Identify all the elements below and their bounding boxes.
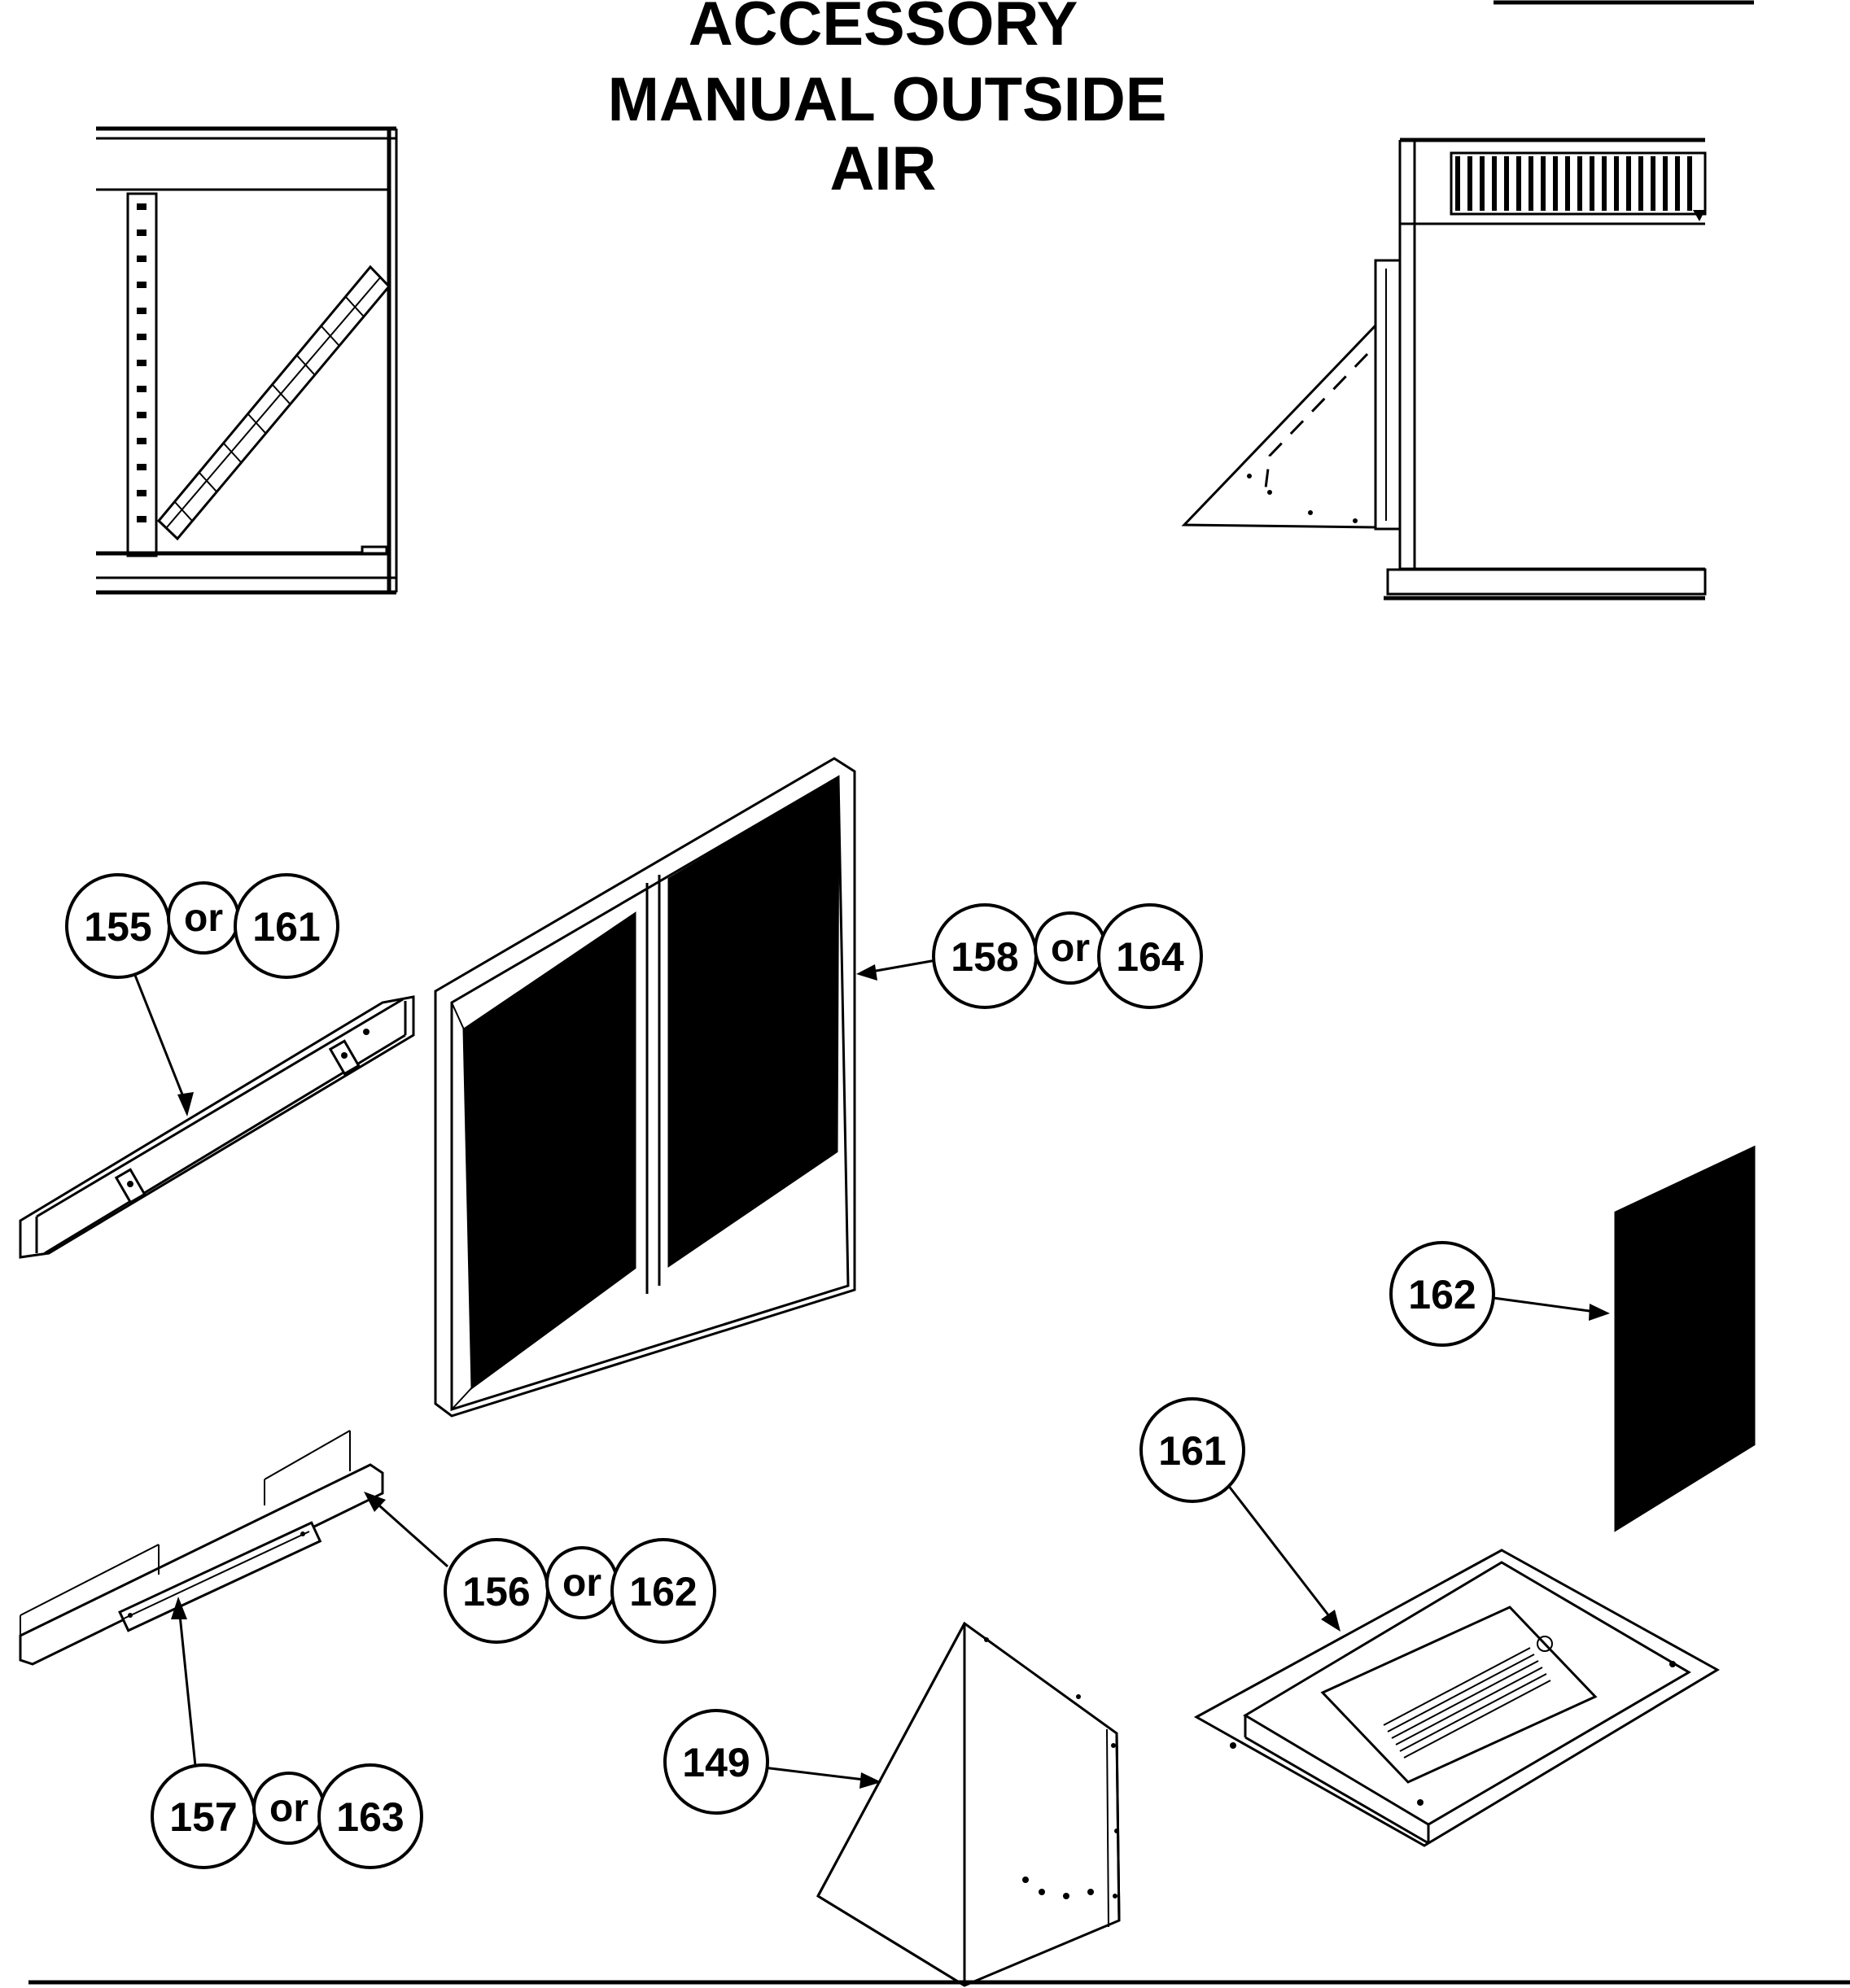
callout-163-label: 163: [336, 1794, 404, 1840]
filter-frame-part: [434, 757, 856, 1418]
callout-162-label: 162: [1408, 1272, 1476, 1317]
callout-164-label: 164: [1116, 934, 1184, 980]
callout-156-or-162: 156 or 162: [444, 1538, 716, 1644]
callout-155-label: 155: [84, 904, 151, 950]
filter-media-panel-part: [1614, 1145, 1756, 1532]
callout-155-or-161: 155 or 161: [65, 873, 339, 979]
callout-156-label: 156: [462, 1569, 530, 1614]
callout-or-label: or: [184, 897, 223, 940]
louver-slats: [1455, 156, 1692, 211]
callout-157-label: 157: [169, 1794, 237, 1840]
upper-filter-rail-part: [19, 995, 415, 1259]
callout-161-label: 161: [1158, 1428, 1226, 1474]
outside-air-hood-part: [816, 1621, 1121, 1987]
lower-filter-rail-part: [19, 1430, 384, 1666]
diagram-title: ACCESSORY MANUAL OUTSIDE AIR: [608, 0, 1167, 203]
post-holes: [137, 203, 147, 522]
callout-161-label: 161: [252, 904, 320, 950]
callout-or-label: or: [269, 1787, 308, 1830]
callout-149-label: 149: [682, 1740, 750, 1785]
callout-162: 162: [1389, 1241, 1495, 1347]
callout-158-label: 158: [951, 934, 1018, 980]
title-line-2: MANUAL OUTSIDE: [608, 65, 1167, 134]
title-line-1: ACCESSORY: [689, 0, 1078, 59]
title-line-3: AIR: [830, 134, 937, 203]
diagonal-filter-hatch: [166, 276, 382, 528]
callout-or-label: or: [1051, 927, 1090, 970]
callout-162-label: 162: [629, 1569, 697, 1614]
unit-side-view-right: [1181, 138, 1707, 601]
callout-161: 161: [1139, 1397, 1245, 1503]
callout-158-or-164: 158 or 164: [932, 903, 1203, 1009]
callout-157-or-163: 157 or 163: [151, 1763, 423, 1869]
panel-vent-slots: [1383, 1647, 1551, 1759]
unit-side-view-left: [96, 126, 398, 595]
leader-lines: [133, 959, 1610, 1789]
callout-149: 149: [663, 1709, 769, 1815]
access-panel-part: [1193, 1549, 1721, 1847]
callout-or-label: or: [562, 1562, 601, 1605]
